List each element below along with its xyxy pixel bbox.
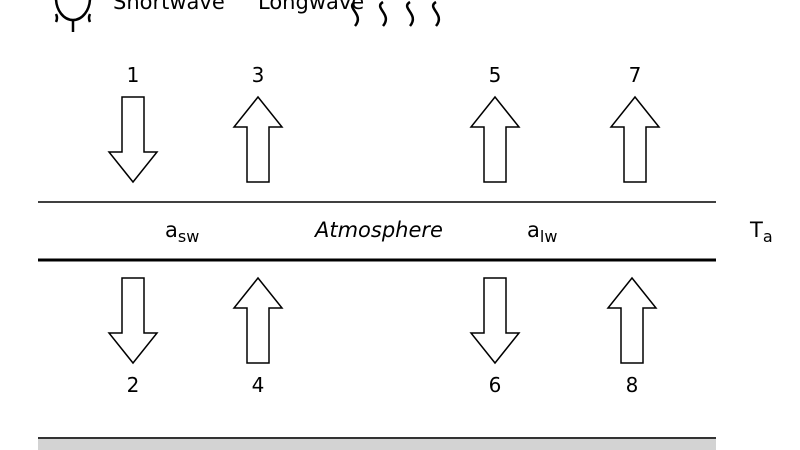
longwave-squiggle-icon xyxy=(350,0,441,27)
flux-arrow-up-7 xyxy=(609,95,661,183)
flux-arrow-down-2 xyxy=(107,277,159,365)
surface xyxy=(38,439,716,450)
flux-arrow-up-4 xyxy=(232,276,284,364)
flux-number: 1 xyxy=(126,63,140,87)
flux-arrow-up-8 xyxy=(606,276,658,364)
sw-absorptivity: asw xyxy=(165,218,200,246)
flux-number: 8 xyxy=(625,373,639,397)
flux-number: 5 xyxy=(488,63,502,87)
flux-arrow-down-1 xyxy=(107,96,159,184)
flux-number: 6 xyxy=(488,373,502,397)
atmosphere-temperature: Ta xyxy=(750,218,773,246)
longwave-label: Longwave xyxy=(258,0,365,14)
flux-arrow-down-6 xyxy=(469,277,521,365)
sun-icon xyxy=(54,0,92,32)
atmosphere-label: Atmosphere xyxy=(315,218,443,242)
flux-arrow-up-3 xyxy=(232,95,284,183)
flux-number: 2 xyxy=(126,373,140,397)
lw-absorptivity: alw xyxy=(527,218,558,246)
flux-number: 4 xyxy=(251,373,265,397)
shortwave-label: Shortwave xyxy=(113,0,225,14)
flux-arrow-up-5 xyxy=(469,95,521,183)
flux-number: 3 xyxy=(251,63,265,87)
flux-number: 7 xyxy=(628,63,642,87)
